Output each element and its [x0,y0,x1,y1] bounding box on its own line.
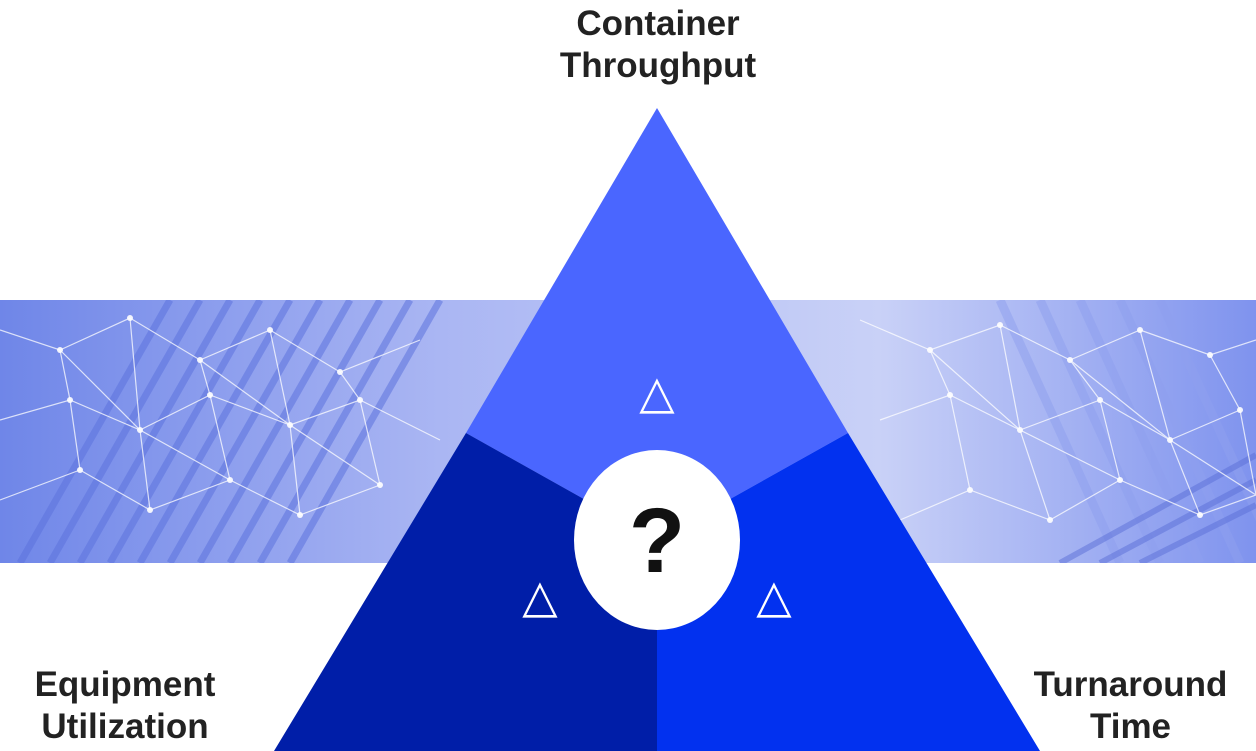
label-top-line-1: Container [576,4,740,43]
label-right-line-2: Time [1089,707,1172,746]
delta-icon-right: △ [756,569,792,623]
label-left-line-2: Utilization [41,707,209,746]
label-left-line-1: Equipment [34,665,216,704]
banner-pattern [0,300,1256,563]
segment-equipment-utilization [274,433,657,751]
center-circle [574,450,740,630]
label-equipment-utilization: Equipment Utilization [0,664,250,748]
label-turnaround-time: Turnaround Time [1005,664,1256,748]
delta-icon-left: △ [522,569,558,623]
question-mark: ? [629,490,685,592]
delta-icon-top: △ [639,365,675,419]
segment-turnaround-time [657,433,1040,751]
label-container-throughput: Container Throughput [508,3,808,87]
label-right-line-1: Turnaround [1033,665,1228,704]
label-top-line-2: Throughput [559,46,757,85]
segment-container-throughput [466,108,848,540]
